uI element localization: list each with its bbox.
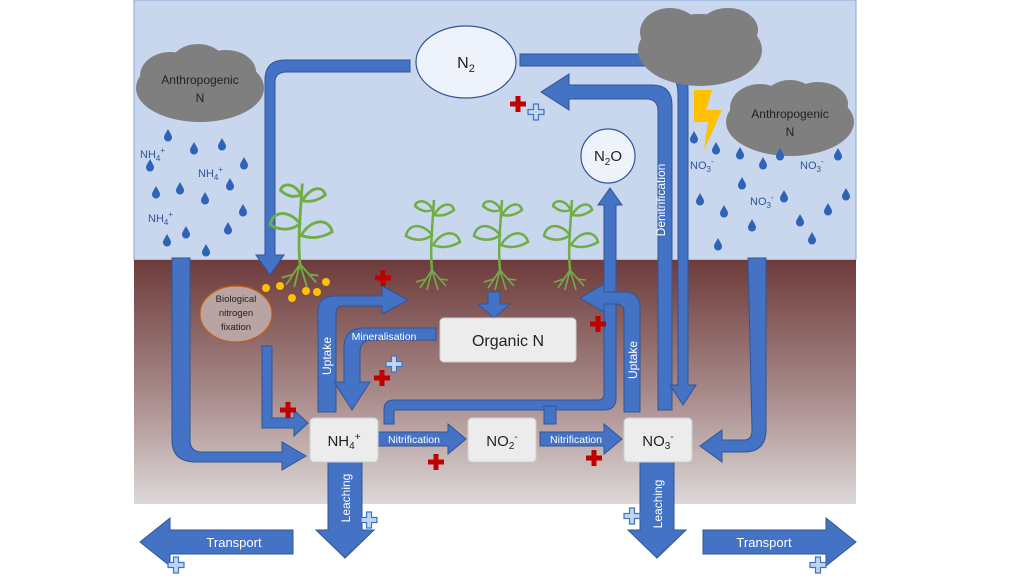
nh4-to-n2o-thin-arrow bbox=[383, 187, 623, 425]
cloud-left bbox=[136, 44, 264, 122]
nitrification-1-arrow bbox=[377, 422, 467, 456]
fixation-to-nh4-arrow bbox=[261, 345, 309, 438]
uptake-left-arrow bbox=[317, 285, 410, 413]
rain-left-to-nh4-arrow bbox=[171, 257, 307, 471]
rain-nh4-label-3: NH4+ bbox=[148, 210, 173, 227]
cloud-right-label-2: N bbox=[786, 125, 795, 139]
label-leaching-right: Leaching bbox=[651, 480, 665, 529]
label-transport-right: Transport bbox=[736, 535, 792, 550]
node-organic-n: Organic N bbox=[439, 317, 577, 363]
label-denitrification: Denitrification bbox=[654, 164, 668, 237]
plus-blue-icon bbox=[623, 507, 641, 525]
node-no3: NO3- bbox=[623, 417, 693, 463]
denitrification-arrow bbox=[540, 73, 673, 411]
label-nitrification-2: Nitrification bbox=[550, 434, 602, 446]
label-nitrification-1: Nitrification bbox=[388, 434, 440, 446]
label-uptake-left: Uptake bbox=[320, 337, 334, 375]
node-biological-fixation: Biological nitrogen fixation bbox=[199, 285, 273, 343]
svg-text:NO2-: NO2- bbox=[486, 432, 517, 452]
rain-no3-label-3: NO3- bbox=[750, 193, 774, 210]
label-transport-left: Transport bbox=[206, 535, 262, 550]
root-nodules bbox=[262, 278, 330, 302]
svg-text:N2: N2 bbox=[457, 55, 475, 75]
label-leaching-left: Leaching bbox=[339, 474, 353, 523]
cloud-right bbox=[726, 80, 854, 156]
svg-text:Biological: Biological bbox=[216, 294, 257, 305]
svg-text:NO3-: NO3- bbox=[642, 432, 673, 452]
cloud-left-label-1: Anthropogenic bbox=[161, 73, 238, 87]
label-mineralisation: Mineralisation bbox=[352, 331, 417, 343]
cloud-left-label-2: N bbox=[196, 91, 205, 105]
leaching-right-arrow bbox=[626, 461, 688, 559]
nitrification-2-arrow bbox=[539, 422, 623, 456]
svg-text:N2O: N2O bbox=[594, 148, 622, 168]
svg-text:nitrogen: nitrogen bbox=[219, 308, 253, 319]
svg-text:Organic N: Organic N bbox=[472, 333, 544, 350]
cloud-storm bbox=[638, 8, 762, 86]
rain-nh4-label-2: NH4+ bbox=[198, 165, 223, 182]
node-n2o: N2O bbox=[580, 128, 636, 184]
rain-nh4-label-1: NH4+ bbox=[140, 146, 165, 163]
label-uptake-right: Uptake bbox=[626, 341, 640, 379]
transport-left-arrow bbox=[139, 516, 294, 568]
no2-to-n2o-thin-arrow bbox=[543, 405, 557, 425]
transport-right-arrow bbox=[702, 516, 857, 568]
rain-no3-label-1: NO3- bbox=[690, 157, 714, 174]
plus-blue-icon bbox=[809, 556, 827, 574]
rain-right-to-no3-arrow bbox=[699, 257, 767, 463]
cloud-right-label-1: Anthropogenic bbox=[751, 107, 828, 121]
lightning-icon bbox=[694, 90, 722, 150]
svg-text:fixation: fixation bbox=[221, 322, 251, 333]
plants-to-organic-arrow bbox=[476, 291, 512, 319]
n2-to-fixation-arrow bbox=[255, 59, 411, 276]
node-n2: N2 bbox=[415, 25, 517, 99]
node-no2: NO2- bbox=[467, 417, 537, 463]
mineralisation-arrow bbox=[333, 327, 437, 411]
plus-blue-icon bbox=[360, 511, 378, 529]
node-nh4: NH4+ bbox=[309, 417, 379, 463]
svg-text:NH4+: NH4+ bbox=[327, 432, 360, 452]
uptake-right-arrow bbox=[579, 283, 641, 413]
rain-no3-label-2: NO3- bbox=[800, 157, 824, 174]
leaching-left-arrow bbox=[314, 461, 376, 559]
